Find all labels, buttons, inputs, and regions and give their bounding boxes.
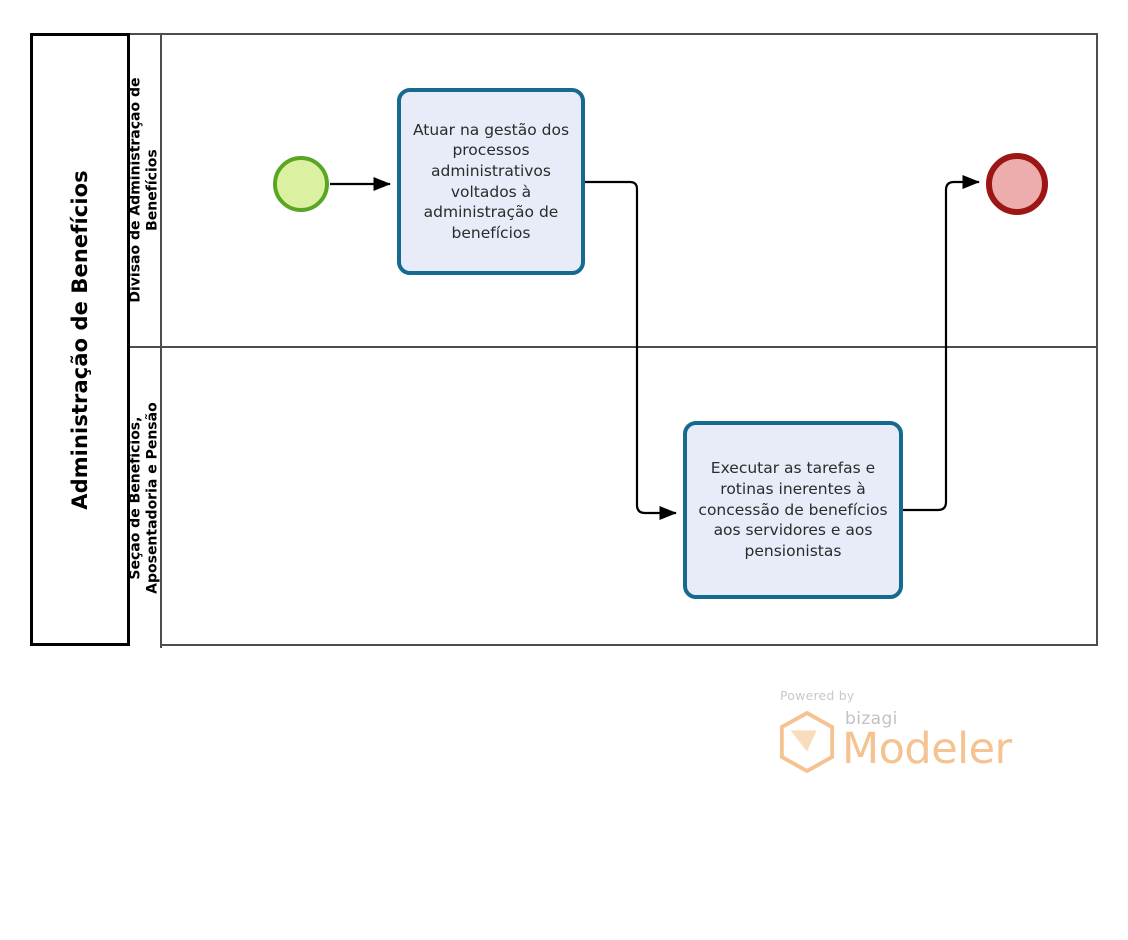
lane-label-secao-line2: Aposentadoria e Pensão: [145, 402, 162, 594]
lane-header-secao: Seção de Benefícios, Aposentadoria e Pen…: [128, 348, 162, 648]
lane-container: Divisão de Administração de Benefícios S…: [128, 33, 1098, 648]
watermark-product: Modeler: [842, 724, 1012, 774]
lane-label-secao-line1: Seção de Benefícios,: [127, 416, 144, 580]
start-event[interactable]: [273, 156, 329, 212]
lane-label-divisao-line1: Divisão de Administração de: [127, 77, 144, 304]
watermark-brand: bizagi: [845, 709, 898, 729]
lane-secao-de-beneficios-aposentadoria-e-pensao: Seção de Benefícios, Aposentadoria e Pen…: [128, 346, 1098, 648]
task-atuar-gestao[interactable]: Atuar na gestão dos processos administra…: [397, 88, 585, 275]
bizagi-hexagon-logo-icon: [779, 711, 835, 773]
bizagi-watermark: Powered by bizagi Modeler: [778, 688, 1028, 788]
task-atuar-gestao-label: Atuar na gestão dos processos administra…: [412, 120, 570, 242]
lane-label-secao: Seção de Benefícios, Aposentadoria e Pen…: [128, 402, 162, 594]
end-event[interactable]: [986, 153, 1048, 215]
pool-administracao-de-beneficios: Administração de Benefícios Divisão de A…: [30, 33, 1098, 648]
watermark-powered-by: Powered by: [780, 688, 855, 703]
lane-divisao-de-administracao-de-beneficios: Divisão de Administração de Benefícios: [128, 35, 1098, 346]
lane-label-divisao: Divisão de Administração de Benefícios: [128, 78, 162, 303]
pool-title: Administração de Benefícios: [68, 169, 93, 510]
lane-body-secao: [162, 348, 1098, 648]
task-executar-tarefas[interactable]: Executar as tarefas e rotinas inerentes …: [683, 421, 903, 599]
lane-label-divisao-line2: Benefícios: [145, 149, 161, 232]
lane-header-divisao: Divisão de Administração de Benefícios: [128, 35, 162, 346]
pool-title-column: Administração de Benefícios: [30, 33, 130, 646]
task-executar-tarefas-label: Executar as tarefas e rotinas inerentes …: [698, 459, 888, 560]
